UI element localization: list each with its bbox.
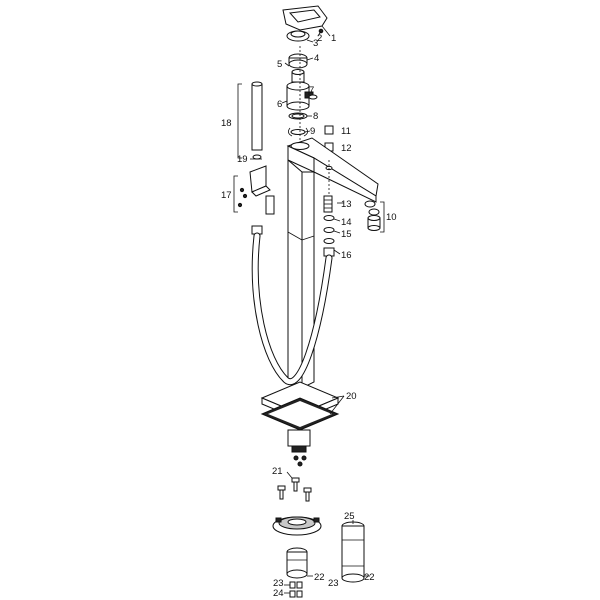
label-24: 24 <box>273 588 284 599</box>
mounting-flange <box>272 516 322 536</box>
label-2: 2 <box>317 33 322 44</box>
part-10-aerator-set <box>364 200 381 231</box>
label-23-right: 23 <box>328 578 339 589</box>
label-4: 4 <box>314 53 319 64</box>
label-11: 11 <box>341 126 351 137</box>
label-7: 7 <box>309 85 314 96</box>
part-20-base-plate <box>260 381 340 431</box>
part-17-holder <box>237 165 275 215</box>
part-9-clip <box>288 127 308 137</box>
label-15: 15 <box>341 229 352 240</box>
label-12: 12 <box>341 143 352 154</box>
label-6: 6 <box>277 99 282 110</box>
label-20: 20 <box>346 391 357 402</box>
shower-hose <box>251 225 335 386</box>
part-23-24-small-parts <box>289 581 303 598</box>
label-13: 13 <box>341 199 352 210</box>
part-4-nut <box>288 53 308 69</box>
part-7-8-seals <box>288 94 318 120</box>
label-21: 21 <box>272 466 283 477</box>
label-16: 16 <box>341 250 352 261</box>
label-17: 17 <box>221 190 232 201</box>
label-9: 9 <box>310 126 315 137</box>
callout-labels: 1 2 3 4 5 6 7 8 9 10 11 12 13 14 15 16 1… <box>221 33 397 599</box>
part-21-screws <box>277 477 312 502</box>
label-23-left: 23 <box>273 578 284 589</box>
faucet-body <box>286 137 379 389</box>
part-5-6-cartridge <box>286 69 314 111</box>
label-5: 5 <box>277 59 282 70</box>
label-8: 8 <box>313 111 318 122</box>
part-2-3-rings <box>286 28 324 42</box>
label-18: 18 <box>221 118 232 129</box>
label-19: 19 <box>237 154 248 165</box>
label-14: 14 <box>341 217 352 228</box>
label-10: 10 <box>386 212 397 223</box>
label-22-left: 22 <box>314 572 325 583</box>
part-14-15-rings <box>323 215 335 244</box>
part-22-fitting-left <box>286 547 308 579</box>
part-25-extension-tube <box>341 521 365 583</box>
label-22-right: 22 <box>364 572 375 583</box>
label-25: 25 <box>344 511 355 522</box>
base-connector <box>287 429 311 467</box>
part-18-hand-shower <box>251 81 263 160</box>
label-3: 3 <box>313 38 318 49</box>
part-13-valve <box>323 195 333 213</box>
label-1: 1 <box>331 33 336 44</box>
leader-lines <box>233 25 385 594</box>
part-11-12-small-squares <box>324 125 334 152</box>
part-1-spout-cover <box>282 5 328 31</box>
